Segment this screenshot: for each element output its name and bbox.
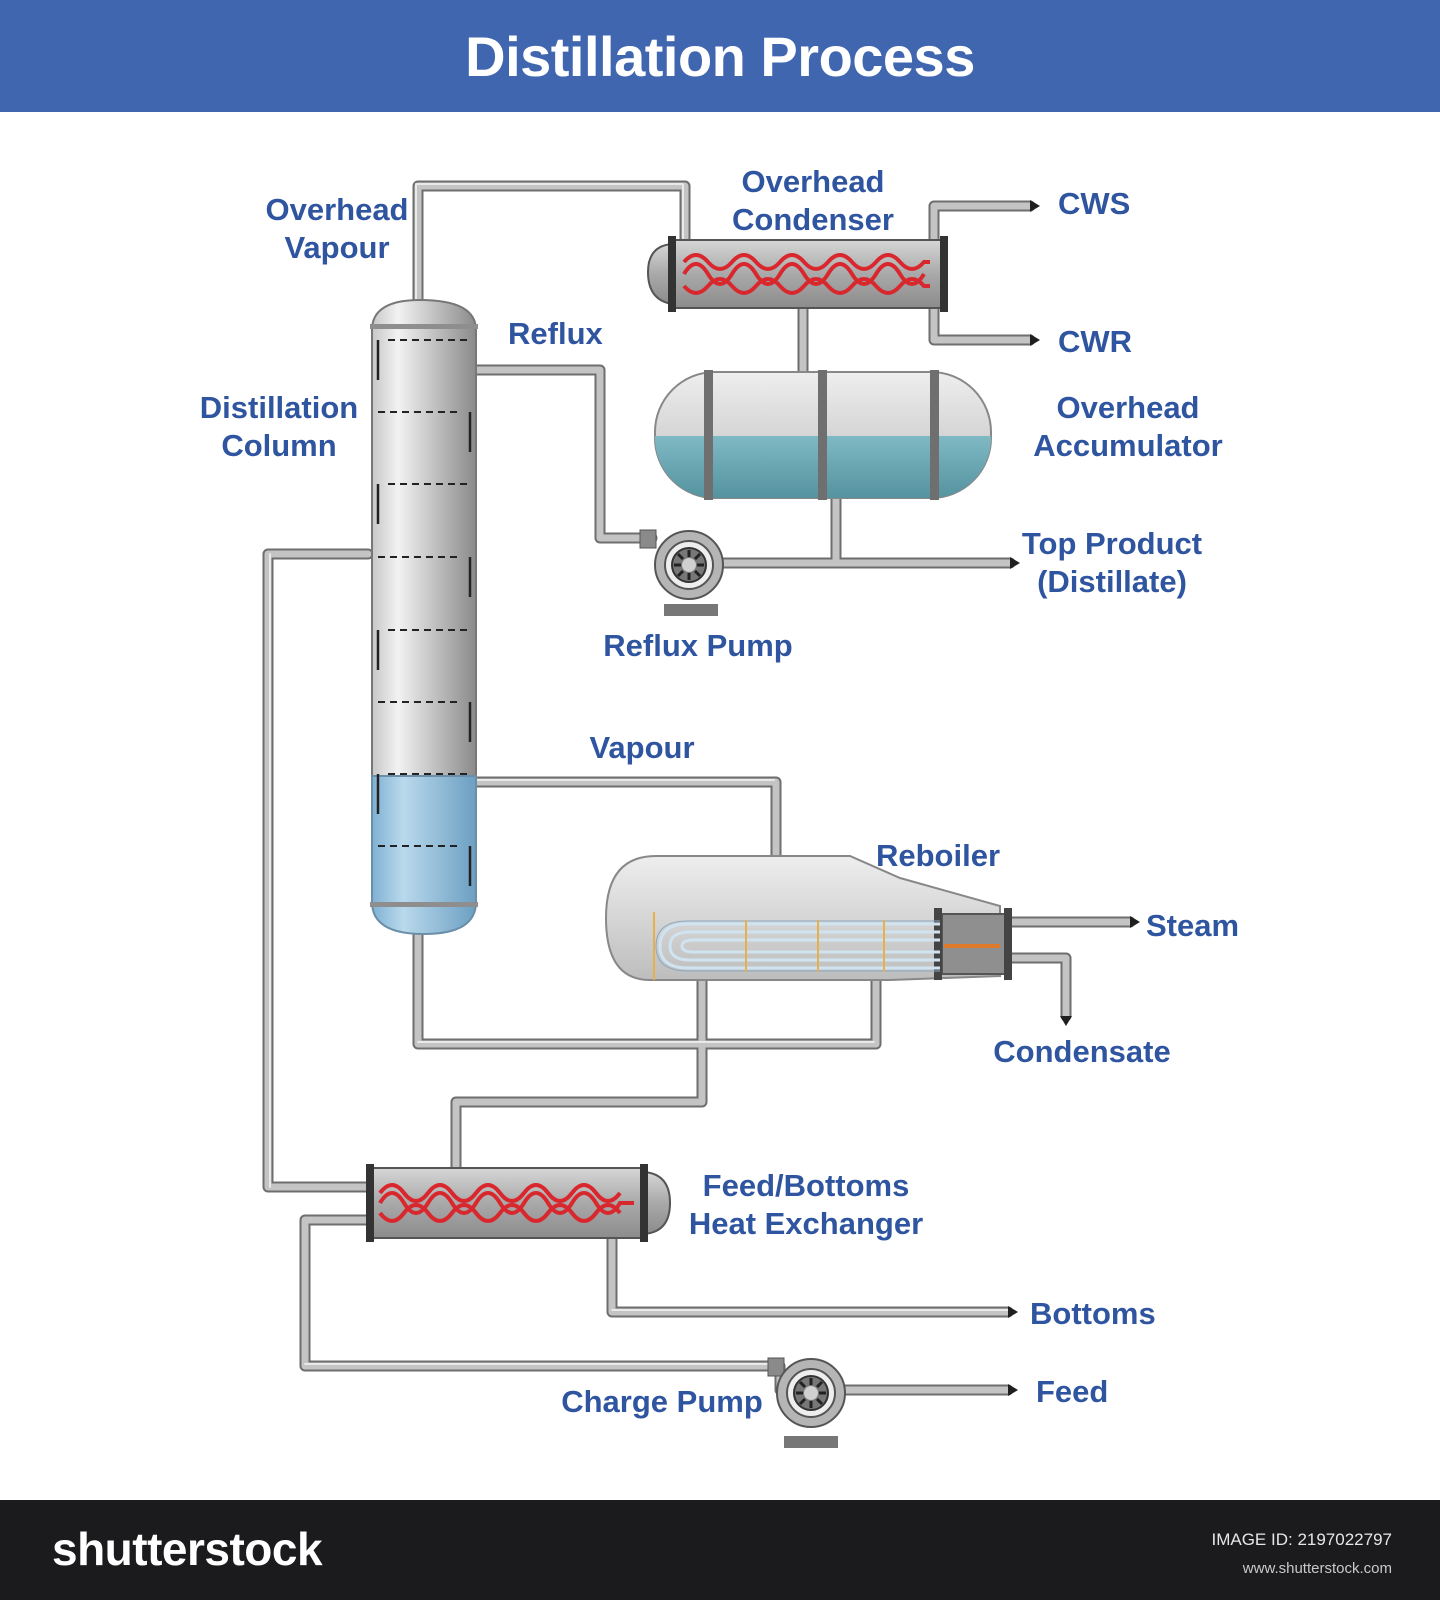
label-reboiler: Reboiler bbox=[876, 838, 1000, 873]
brand-logo: shutterstock bbox=[52, 1523, 323, 1575]
stock-footer: shutterstock IMAGE ID: 2197022797 www.sh… bbox=[0, 1500, 1440, 1600]
flow-arrow-tips bbox=[1008, 200, 1140, 1396]
label-steam: Steam bbox=[1146, 908, 1239, 943]
image-id: IMAGE ID: 2197022797 bbox=[1211, 1530, 1392, 1549]
distillation-column bbox=[370, 298, 478, 936]
page-title: Distillation Process bbox=[465, 24, 975, 88]
label-reflux-pump: Reflux Pump bbox=[603, 628, 792, 663]
label-charge-pump: Charge Pump bbox=[561, 1384, 763, 1419]
process-diagram: Overhead Vapour Overhead Condenser CWS C… bbox=[0, 112, 1440, 1500]
reboiler bbox=[604, 855, 1012, 981]
label-cws: CWS bbox=[1058, 186, 1130, 221]
label-overhead-accumulator-1: Overhead bbox=[1056, 390, 1199, 425]
label-top-product-1: Top Product bbox=[1022, 526, 1202, 561]
label-feed: Feed bbox=[1036, 1374, 1108, 1409]
label-distillation-column-2: Column bbox=[221, 428, 336, 463]
feed-bottoms-heat-exchanger bbox=[366, 1164, 672, 1242]
label-overhead-vapour-2: Vapour bbox=[284, 230, 389, 265]
overhead-condenser bbox=[646, 236, 948, 312]
diagram-labels: Overhead Vapour Overhead Condenser CWS C… bbox=[200, 164, 1239, 1419]
label-vapour: Vapour bbox=[589, 730, 694, 765]
label-distillation-column-1: Distillation bbox=[200, 390, 358, 425]
label-top-product-2: (Distillate) bbox=[1037, 564, 1187, 599]
label-overhead-condenser-2: Condenser bbox=[732, 202, 894, 237]
exchanger-coil bbox=[378, 1191, 634, 1215]
label-feed-bottoms-hx-1: Feed/Bottoms bbox=[703, 1168, 910, 1203]
charge-pump bbox=[767, 1357, 846, 1448]
title-banner: Distillation Process bbox=[0, 0, 1440, 112]
label-feed-bottoms-hx-2: Heat Exchanger bbox=[689, 1206, 923, 1241]
reflux-pump bbox=[639, 529, 724, 616]
pipe-network bbox=[262, 180, 1136, 1396]
label-reflux: Reflux bbox=[508, 316, 604, 351]
label-overhead-vapour-1: Overhead bbox=[265, 192, 408, 227]
label-overhead-condenser-1: Overhead bbox=[741, 164, 884, 199]
overhead-accumulator bbox=[654, 370, 992, 500]
site-url: www.shutterstock.com bbox=[1242, 1560, 1392, 1577]
label-condensate: Condensate bbox=[993, 1034, 1170, 1069]
label-cwr: CWR bbox=[1058, 324, 1132, 359]
label-overhead-accumulator-2: Accumulator bbox=[1033, 428, 1222, 463]
label-bottoms: Bottoms bbox=[1030, 1296, 1156, 1331]
